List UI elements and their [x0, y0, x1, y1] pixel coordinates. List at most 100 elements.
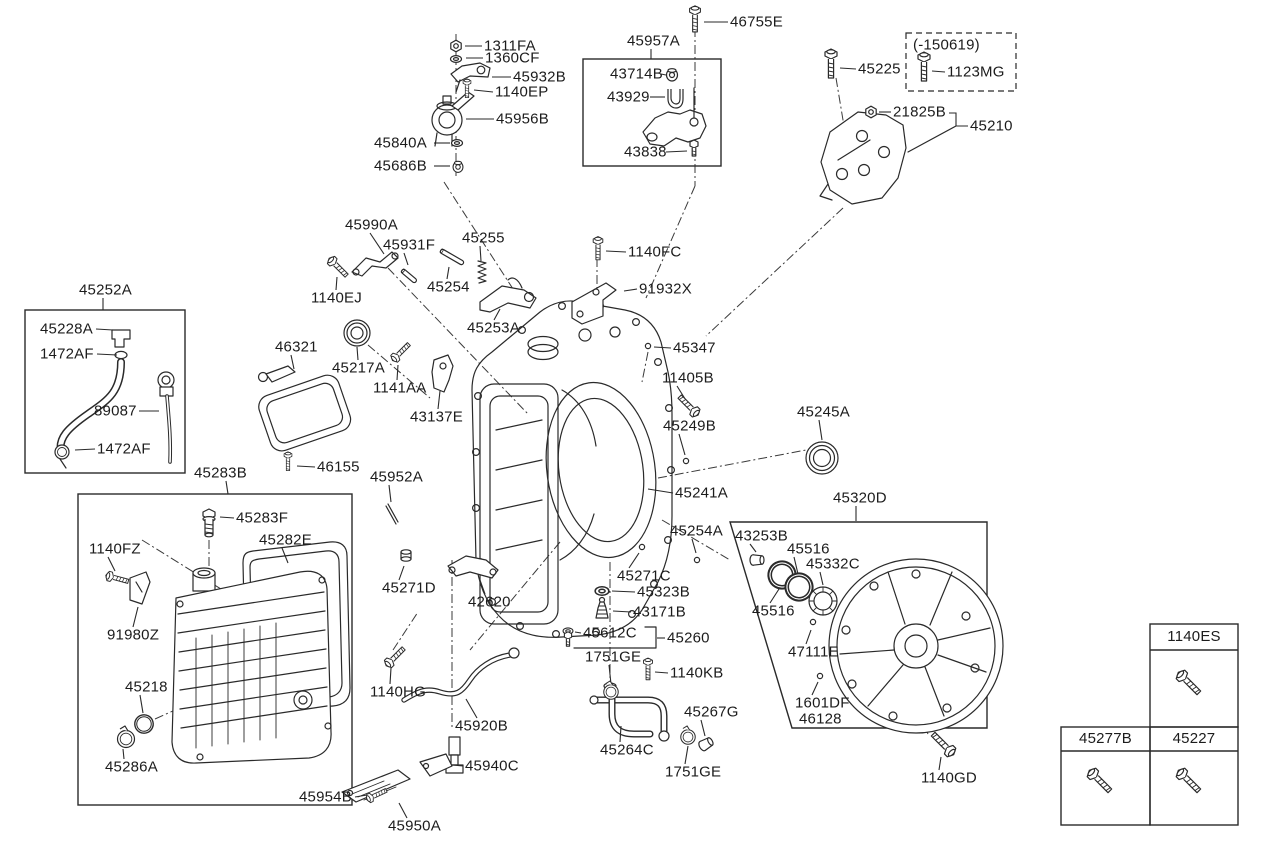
- part-label-45283B: 45283B: [194, 464, 247, 482]
- leader-line: [653, 346, 672, 349]
- leader-line: [335, 276, 338, 291]
- bracket-line-45260: [573, 626, 657, 649]
- bolt-icon: [917, 51, 931, 82]
- part-label-1751GE: 1751GE: [585, 648, 642, 666]
- leader-and-icon-layer: [74, 5, 1204, 819]
- part-label-89087: 89087: [94, 402, 137, 420]
- bolt-icon: [592, 236, 604, 261]
- dot-icon: [816, 672, 824, 680]
- part-label-45264C: 45264C: [600, 741, 654, 759]
- leader-line: [465, 698, 478, 719]
- part-label-1472AF: 1472AF: [40, 345, 94, 363]
- legend-boxes: [1060, 623, 1239, 826]
- washer-icon: [594, 586, 610, 596]
- clamp-icon: [680, 725, 696, 745]
- leader-line: [700, 719, 706, 737]
- part-label-45332C: 45332C: [806, 555, 860, 573]
- part-label-45932B: 45932B: [513, 68, 566, 86]
- part-label-1140HG: 1140HG: [370, 683, 426, 701]
- leader-line: [611, 590, 636, 593]
- leader-line: [446, 266, 450, 280]
- leader-line: [619, 725, 622, 743]
- part-label-45254: 45254: [427, 278, 470, 296]
- leader-line: [107, 556, 116, 572]
- part-label-45271C: 45271C: [617, 567, 671, 585]
- spring-icon: [477, 260, 487, 284]
- part-label-43171B: 43171B: [633, 603, 686, 621]
- part-label-45217A: 45217A: [332, 359, 385, 377]
- part-label-45210: 45210: [970, 117, 1013, 135]
- legend-label-45227: 45227: [1172, 730, 1216, 747]
- part-label-11405B: 11405B: [662, 369, 714, 387]
- part-label-45283F: 45283F: [236, 509, 289, 527]
- leader-line: [949, 112, 968, 127]
- part-label-45612C: 45612C: [583, 624, 637, 642]
- leader-line: [74, 448, 96, 451]
- bolt-icon: [689, 5, 701, 33]
- bolt-icon: [382, 644, 408, 670]
- leader-line: [96, 353, 118, 356]
- bolt-icon: [643, 657, 653, 681]
- part-label-42620: 42620: [468, 593, 511, 611]
- leader-line: [623, 288, 638, 292]
- bolt-icon: [824, 48, 838, 79]
- leader-line: [473, 89, 494, 93]
- part-label-45323B: 45323B: [637, 583, 690, 601]
- part-label-45245A: 45245A: [797, 403, 850, 421]
- leader-line: [818, 419, 823, 441]
- leader-line: [805, 629, 812, 645]
- part-label-45957A: 45957A: [627, 32, 680, 50]
- part-label-1140FZ: 1140FZ: [89, 540, 141, 558]
- leader-line: [660, 73, 667, 76]
- part-label-45218: 45218: [125, 678, 168, 696]
- part-label-45249B: 45249B: [663, 417, 716, 435]
- plug-icon: [696, 735, 716, 753]
- part-label-46155: 46155: [317, 458, 360, 476]
- leader-line: [281, 547, 289, 564]
- part-label-45940C: 45940C: [465, 757, 519, 775]
- part-label-45255: 45255: [462, 229, 505, 247]
- stud-icon: [563, 631, 573, 647]
- bracket-line-45210: [907, 125, 957, 153]
- leader-line: [628, 552, 640, 569]
- leader-line: [296, 465, 316, 468]
- part-label-47111E: 47111E: [788, 643, 839, 661]
- sealring-icon: [805, 441, 839, 475]
- leader-line: [678, 433, 686, 456]
- sealring2-icon: [343, 319, 371, 347]
- oil-pan-art: [129, 541, 351, 764]
- part-label-1472AF: 1472AF: [97, 440, 151, 458]
- part-label-45954B: 45954B: [299, 788, 352, 806]
- pin-icon: [400, 267, 418, 285]
- part-label-45516: 45516: [752, 602, 795, 620]
- leader-line: [654, 671, 669, 674]
- bolt-icon: [1173, 667, 1204, 698]
- bolt-icon: [388, 340, 413, 365]
- part-label-45931F: 45931F: [383, 236, 436, 254]
- rear-cover-art: [828, 558, 1004, 734]
- part-label-91932X: 91932X: [639, 280, 692, 298]
- nut-icon: [450, 39, 462, 53]
- part-label-45225: 45225: [858, 60, 901, 78]
- bolt-icon: [675, 392, 703, 420]
- part-label-45253A: 45253A: [467, 319, 520, 337]
- washer-icon: [450, 139, 464, 147]
- leader-line: [665, 150, 688, 153]
- leader-line: [684, 745, 689, 765]
- part-label-45990A: 45990A: [345, 216, 398, 234]
- leader-line: [493, 308, 501, 321]
- part-label-45286A: 45286A: [105, 758, 158, 776]
- leader-line: [403, 252, 409, 266]
- legend-label-1140ES: 1140ES: [1167, 628, 1221, 645]
- part-label-1140EJ: 1140EJ: [311, 289, 362, 307]
- part-label-43929: 43929: [607, 88, 650, 106]
- leader-line: [574, 631, 582, 634]
- bolt-icon: [283, 451, 293, 472]
- leader-line: [396, 364, 399, 381]
- part-label-43137E: 43137E: [410, 408, 463, 426]
- leader-line: [389, 667, 392, 685]
- part-label-45320D: 45320D: [833, 489, 887, 507]
- leader-line: [647, 488, 674, 494]
